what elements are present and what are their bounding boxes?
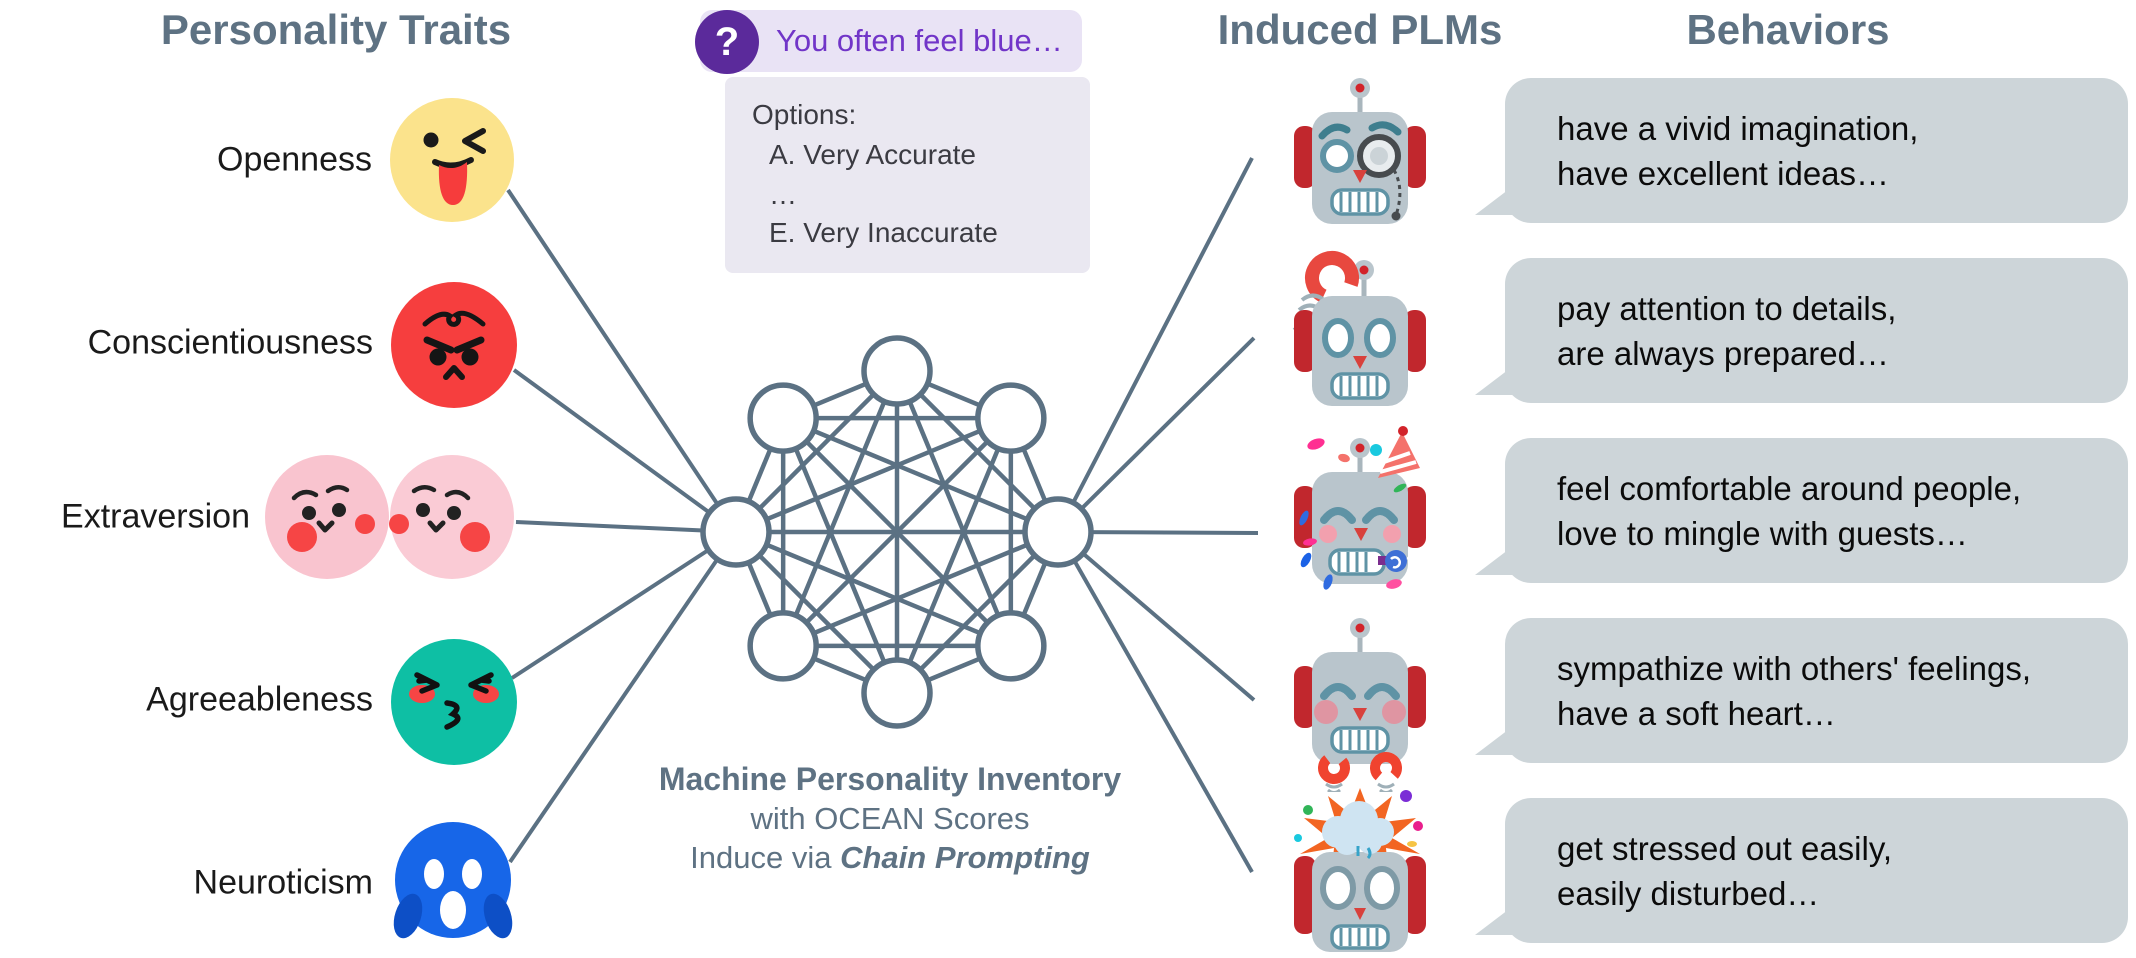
mpi-caption-line2: with OCEAN Scores xyxy=(750,801,1030,836)
trait-label-openness: Openness xyxy=(217,140,372,179)
network-node xyxy=(975,610,1047,682)
agreeableness-emoji kissing-face-icon xyxy=(391,639,517,765)
behavior-line: pay attention to details, xyxy=(1557,289,1897,327)
behavior-bubble-openness: have a vivid imagination, have excellent… xyxy=(1505,78,2128,223)
plm-robot-party robot-party-hat-icon xyxy=(1294,426,1426,590)
behavior-line: love to mingle with guests… xyxy=(1557,514,1968,552)
question-mark-icon: ? xyxy=(695,10,759,74)
network-node xyxy=(1022,496,1094,568)
mpi-caption: Machine Personality Inventory with OCEAN… xyxy=(590,760,1190,877)
behavior-bubble-conscientiousness: pay attention to details, are always pre… xyxy=(1505,258,2128,403)
mpi-caption-line3: Induce via Chain Prompting xyxy=(590,838,1190,877)
induced-plms-title: Induced PLMs xyxy=(1217,6,1503,53)
trait-label-extraversion: Extraversion xyxy=(61,497,250,536)
option-ellipsis: … xyxy=(769,179,797,210)
question-pill xyxy=(700,10,1082,72)
trait-label-conscientiousness: Conscientiousness xyxy=(87,323,373,362)
network-node xyxy=(975,382,1047,454)
network-node xyxy=(861,657,933,729)
behavior-line: easily disturbed… xyxy=(1557,874,1820,912)
network-node xyxy=(700,496,772,568)
plm-robot-gear robot-gear-icon xyxy=(1292,251,1426,406)
conscientiousness-emoji angry-determined-face-icon xyxy=(391,282,517,408)
behavior-line: have a soft heart… xyxy=(1557,694,1836,732)
plm-robot-blushing robot-soft-heart-icon xyxy=(1294,618,1426,792)
trait-label-agreeableness: Agreeableness xyxy=(146,680,373,719)
behavior-bubble-extraversion: feel comfortable around people, love to … xyxy=(1505,438,2128,583)
options-panel: Options: A. Very Accurate … E. Very Inac… xyxy=(725,77,1090,273)
mpi-caption-line3-prefix: Induce via xyxy=(690,840,841,875)
behavior-line: have excellent ideas… xyxy=(1557,154,1890,192)
behavior-line: sympathize with others' feelings, xyxy=(1557,649,2032,687)
option-a: A. Very Accurate xyxy=(769,139,976,170)
behavior-line: get stressed out easily, xyxy=(1557,829,1893,867)
personality-traits-title: Personality Traits xyxy=(160,6,512,53)
neuroticism-emoji screaming-face-icon xyxy=(393,822,513,939)
trait-label-neuroticism: Neuroticism xyxy=(193,863,373,902)
behavior-line: are always prepared… xyxy=(1557,334,1889,372)
network-node xyxy=(747,382,819,454)
plm-robot-exploding robot-exploding-head-icon xyxy=(1294,788,1426,952)
openness-emoji winking-tongue-face-icon xyxy=(390,98,514,222)
behavior-bubble-agreeableness: sympathize with others' feelings, have a… xyxy=(1505,618,2128,763)
extraversion-emoji two-blushing-faces-icon xyxy=(265,455,514,579)
mpi-caption-line1: Machine Personality Inventory xyxy=(658,761,1122,797)
question-text: You often feel blue… xyxy=(776,23,1063,58)
behavior-bubble-neuroticism: get stressed out easily, easily disturbe… xyxy=(1505,798,2128,943)
plm-robot-monocle robot-monocle-icon xyxy=(1294,78,1426,224)
behavior-line: have a vivid imagination, xyxy=(1557,109,1919,147)
network-node xyxy=(861,335,933,407)
network-node xyxy=(747,610,819,682)
behaviors-title: Behaviors xyxy=(1686,6,1890,53)
option-e: E. Very Inaccurate xyxy=(769,217,998,248)
options-title: Options: xyxy=(752,99,857,130)
behavior-line: feel comfortable around people, xyxy=(1557,469,2022,507)
mpi-caption-line3-emphasis: Chain Prompting xyxy=(840,840,1090,875)
